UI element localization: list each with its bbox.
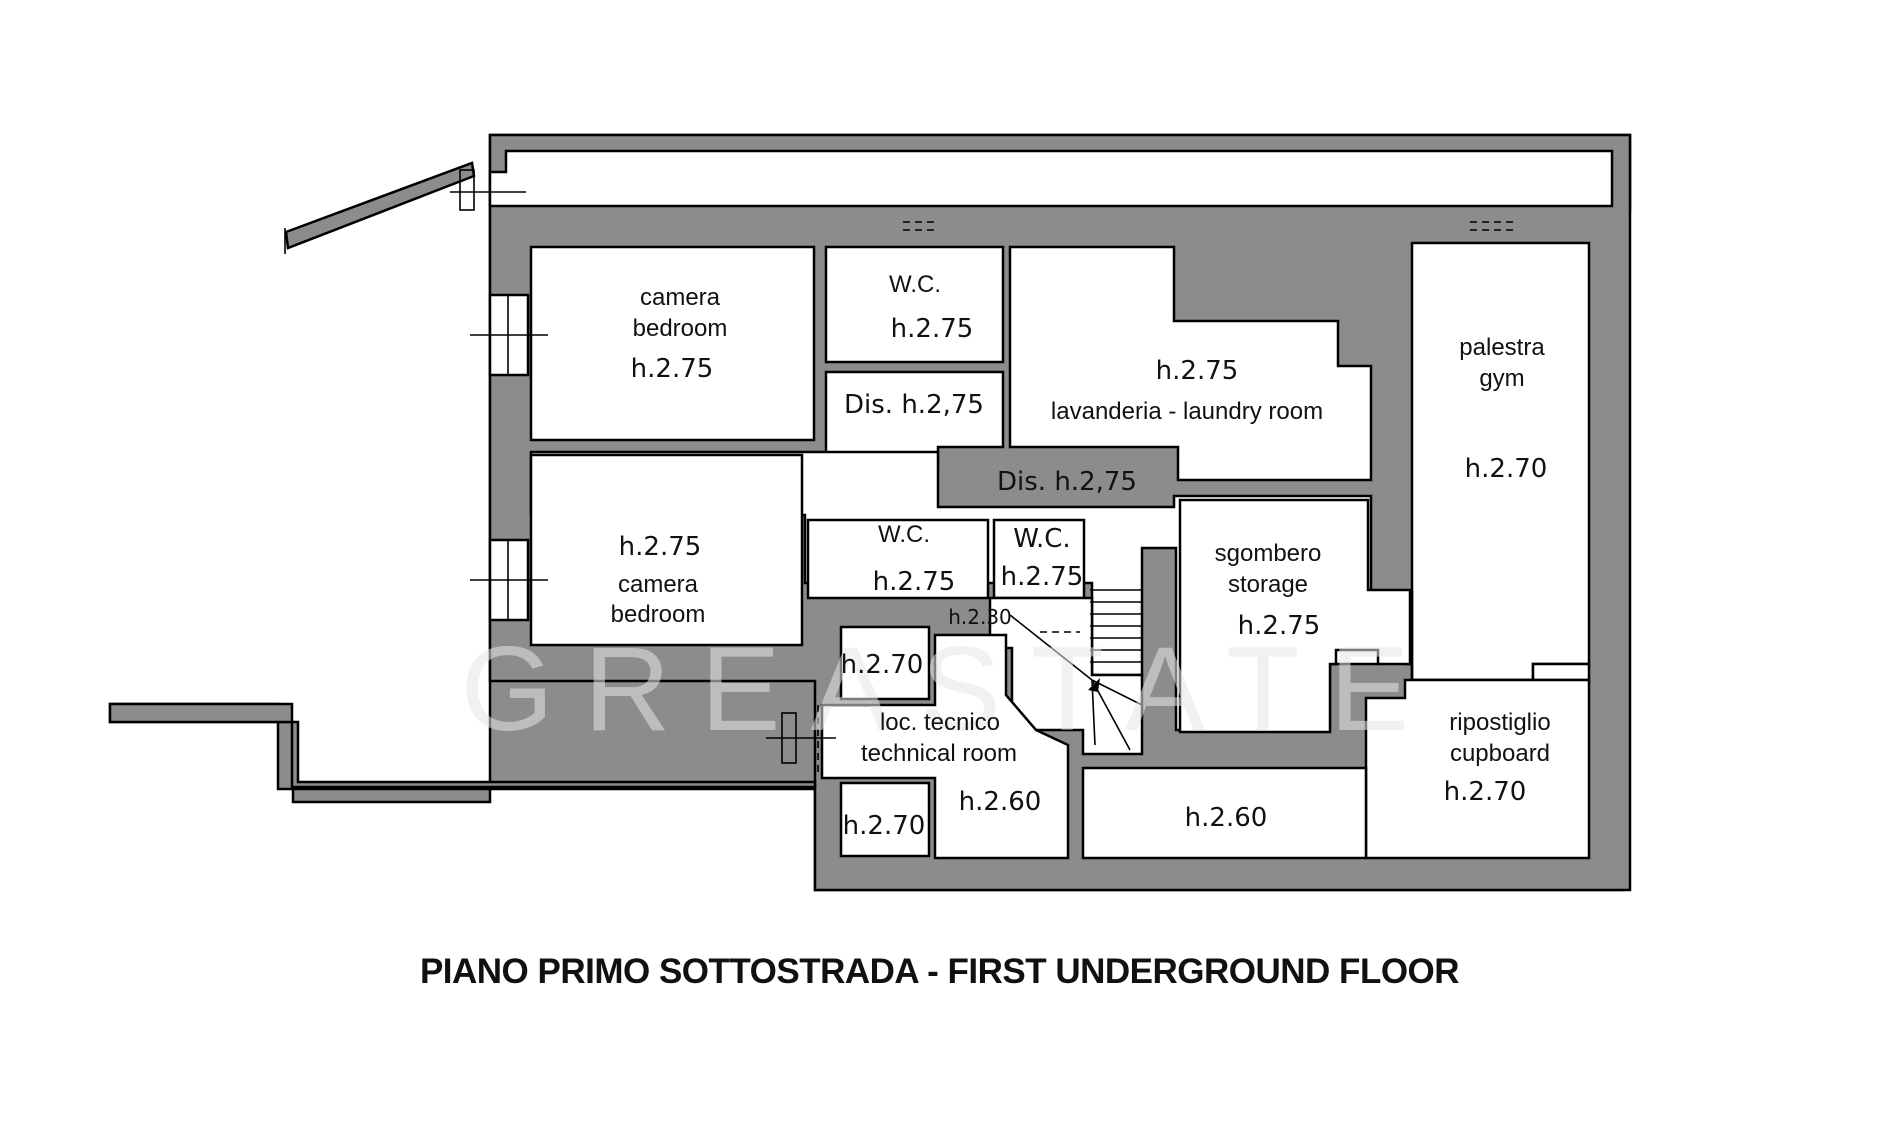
entrance-ramp: [284, 161, 476, 250]
wc-2-label: W.C.: [878, 521, 930, 548]
bedroom-2-height: h.2.75: [619, 532, 702, 562]
gym-label-en: gym: [1479, 365, 1524, 392]
cupboard-height: h.2.70: [1444, 777, 1527, 807]
room-bedroom-1: [529, 245, 816, 442]
storage-label-en: storage: [1228, 571, 1308, 598]
watermark: GREASTATE: [461, 622, 1440, 756]
room-technical: [820, 633, 1070, 860]
room-wc-1: [824, 245, 1005, 364]
technical-label-en: technical room: [861, 740, 1017, 767]
corridor-height: h.2.60: [1185, 803, 1268, 833]
bedroom-2-label-en: bedroom: [611, 601, 706, 628]
wc-2-height: h.2.75: [873, 567, 956, 597]
stair-height: h.2.30: [948, 605, 1012, 629]
storage-label-it: sgombero: [1215, 540, 1322, 567]
gym-label-it: palestra: [1459, 334, 1545, 361]
laundry-label: lavanderia - laundry room: [1051, 398, 1323, 425]
room-wc-2: [806, 518, 990, 600]
cupboard-label-en: cupboard: [1450, 740, 1550, 767]
wc-1-label: W.C.: [889, 271, 941, 298]
wc-3-label: W.C.: [1013, 524, 1070, 554]
room-storage: [1178, 498, 1412, 734]
gym-height: h.2.70: [1465, 454, 1548, 484]
technical-bottom-height: h.2.70: [843, 811, 926, 841]
storage-height: h.2.75: [1238, 611, 1321, 641]
technical-main-height: h.2.60: [959, 787, 1042, 817]
wc-1-height: h.2.75: [891, 314, 974, 344]
left-ledge: [108, 702, 817, 789]
laundry-height: h.2.75: [1156, 356, 1239, 386]
bedroom-1-label-en: bedroom: [633, 315, 728, 342]
technical-label-it: loc. tecnico: [880, 709, 1000, 736]
bedroom-2-label-it: camera: [618, 571, 699, 598]
floor-title: PIANO PRIMO SOTTOSTRADA - FIRST UNDERGRO…: [419, 952, 1460, 991]
room-technical-top: [839, 625, 931, 701]
technical-top-height: h.2.70: [841, 650, 924, 680]
cupboard-label-it: ripostiglio: [1449, 709, 1550, 736]
stair-treads: [1009, 589, 1143, 751]
room-wc-3: [992, 518, 1086, 600]
bedroom-1-label-it: camera: [640, 284, 721, 311]
dis-2-label: Dis. h.2,75: [997, 467, 1137, 497]
stair-arrow-icon: [1088, 678, 1100, 692]
wc-3-height: h.2.75: [1001, 562, 1084, 592]
bedroom-1-height: h.2.75: [631, 354, 714, 384]
room-laundry: [1008, 245, 1373, 482]
top-light-well: [488, 149, 1614, 208]
room-bedroom-2: [529, 453, 804, 647]
dis-1-label: Dis. h.2,75: [844, 390, 984, 420]
room-technical-bottom: [839, 781, 931, 858]
room-corridor: [1081, 766, 1368, 860]
